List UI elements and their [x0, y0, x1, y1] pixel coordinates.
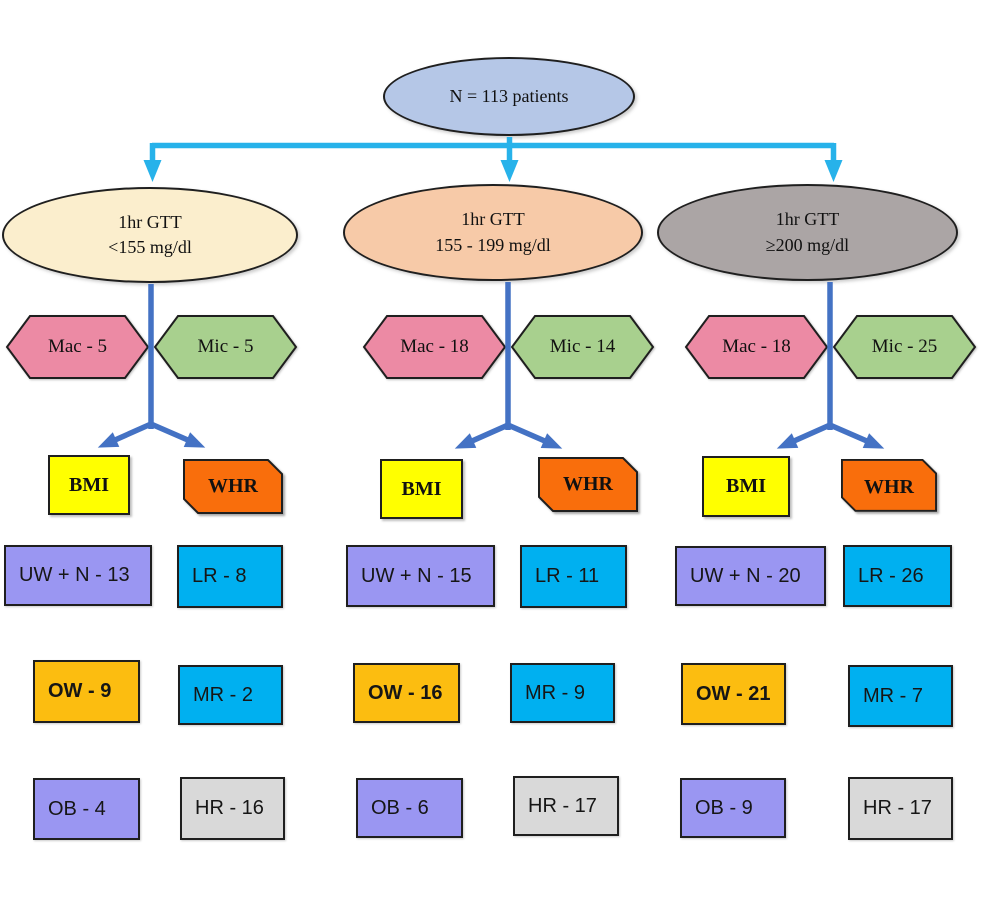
- mic-hexagon-1: Mic - 5: [153, 314, 298, 380]
- bmi-label: BMI: [726, 475, 766, 497]
- ob-label: OB - 4: [48, 797, 106, 820]
- hexagon-shape: [510, 315, 655, 379]
- whr-node-2: WHR: [538, 457, 638, 512]
- mic-label: Mic - 14: [549, 336, 616, 357]
- bmi-node-1: BMI: [48, 455, 130, 515]
- hexagon-shape: [362, 315, 507, 379]
- hr-label: HR - 17: [528, 794, 597, 817]
- whr-label: WHR: [864, 475, 914, 498]
- bmi-label: BMI: [401, 477, 442, 500]
- gtt-low-line2: <155 mg/dl: [108, 237, 192, 257]
- mr-box-2: MR - 9: [510, 663, 615, 723]
- mic-hexagon-2: Mic - 14: [510, 314, 655, 380]
- mac-label: Mac - 5: [47, 336, 108, 357]
- hr-box-1: HR - 16: [180, 777, 285, 840]
- hexagon-shape: [684, 315, 829, 379]
- ow-label: OW - 16: [368, 681, 443, 704]
- gtt-mid-line2: 155 - 199 mg/dl: [435, 234, 551, 255]
- uw-n-label: UW + N - 20: [690, 564, 801, 587]
- gtt-high-line1: 1hr GTT: [775, 209, 840, 230]
- whr-shape: [538, 457, 638, 512]
- ow-box-3: OW - 21: [681, 663, 786, 725]
- lr-label: LR - 8: [192, 565, 247, 587]
- mr-label: MR - 9: [525, 681, 585, 704]
- hexagon-shape: [153, 315, 298, 379]
- gtt-high-line2: ≥200 mg/dl: [765, 234, 850, 255]
- gtt-node-high: 1hr GTT ≥200 mg/dl: [657, 184, 958, 281]
- mr-label: MR - 2: [193, 683, 253, 706]
- hr-label: HR - 17: [863, 797, 932, 819]
- whr-label: WHR: [563, 472, 613, 495]
- top-branch-arrows: [143, 137, 843, 182]
- gtt-node-mid: 1hr GTT 155 - 199 mg/dl: [343, 184, 643, 281]
- hr-box-2: HR - 17: [513, 776, 619, 836]
- whr-label: WHR: [208, 475, 258, 497]
- uw-n-box-1: UW + N - 13: [4, 545, 152, 606]
- gtt-low-line1: 1hr GTT: [118, 211, 182, 232]
- hexagon-shape: [832, 315, 977, 379]
- whr-node-3: WHR: [841, 459, 937, 515]
- ow-box-2: OW - 16: [353, 663, 460, 723]
- mac-hexagon-1: Mac - 5: [5, 314, 150, 380]
- gtt-node-low: 1hr GTT <155 mg/dl: [2, 187, 298, 283]
- whr-node-1: WHR: [183, 459, 283, 514]
- mr-box-1: MR - 2: [178, 665, 283, 725]
- hexagon-shape: [5, 315, 150, 379]
- uw-n-label: UW + N - 15: [361, 564, 472, 587]
- lr-box-3: LR - 26: [843, 545, 952, 607]
- hr-label: HR - 16: [195, 797, 264, 819]
- mac-label: Mac - 18: [400, 336, 469, 357]
- mr-box-3: MR - 7: [848, 665, 953, 727]
- root-node: N = 113 patients: [383, 57, 635, 136]
- mic-hexagon-3: Mic - 25: [832, 314, 977, 380]
- ow-label: OW - 21: [696, 682, 771, 705]
- whr-shape: [183, 459, 283, 514]
- mac-hexagon-2: Mac - 18: [362, 314, 507, 380]
- ob-label: OB - 6: [371, 796, 429, 819]
- ob-box-2: OB - 6: [356, 778, 463, 838]
- lr-box-2: LR - 11: [520, 545, 627, 608]
- mic-label: Mic - 25: [871, 336, 938, 357]
- gtt-mid-line1: 1hr GTT: [461, 209, 525, 230]
- bmi-label: BMI: [69, 473, 109, 496]
- ob-box-3: OB - 9: [680, 778, 786, 838]
- ow-label: OW - 9: [48, 680, 112, 702]
- uw-n-box-3: UW + N - 20: [675, 546, 826, 606]
- mac-label: Mac - 18: [722, 336, 791, 357]
- root-label: N = 113 patients: [449, 85, 569, 106]
- uw-n-box-2: UW + N - 15: [346, 545, 495, 607]
- ow-box-1: OW - 9: [33, 660, 140, 723]
- ob-label: OB - 9: [695, 796, 753, 819]
- mic-label: Mic - 5: [197, 336, 254, 357]
- whr-shape: [841, 459, 937, 512]
- ob-box-1: OB - 4: [33, 778, 140, 840]
- mac-hexagon-3: Mac - 18: [684, 314, 829, 380]
- lr-label: LR - 11: [535, 565, 600, 587]
- bmi-node-2: BMI: [380, 459, 463, 519]
- uw-n-label: UW + N - 13: [19, 564, 130, 586]
- lr-box-1: LR - 8: [177, 545, 283, 608]
- bmi-node-3: BMI: [702, 456, 790, 517]
- mr-label: MR - 7: [863, 684, 923, 707]
- lr-label: LR - 26: [858, 564, 924, 587]
- hr-box-3: HR - 17: [848, 777, 953, 840]
